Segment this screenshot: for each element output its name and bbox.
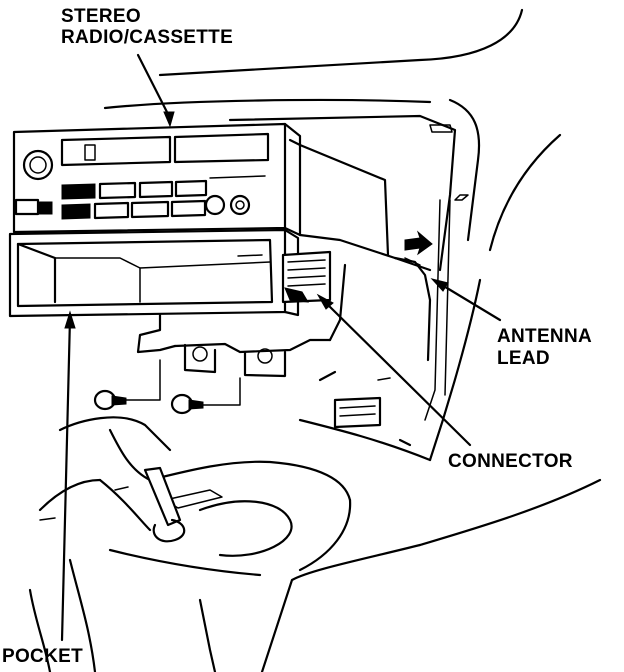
connector-assembly	[281, 230, 433, 362]
dashboard-outline	[103, 8, 602, 672]
pocket-label: POCKET	[2, 646, 83, 667]
connector-leader-line	[323, 300, 472, 447]
connector-arrowhead	[316, 293, 334, 310]
antenna-label-line2: LEAD	[497, 348, 550, 369]
radio-unit	[12, 122, 302, 237]
stereo-arrowhead	[163, 111, 175, 128]
antenna-leader-line	[440, 283, 502, 322]
pocket-leader-line	[60, 316, 72, 642]
console-shifter	[28, 416, 352, 672]
pocket-unit	[8, 228, 300, 318]
connector-label: CONNECTOR	[448, 451, 573, 472]
screws	[93, 389, 204, 415]
antenna-arrowhead	[430, 278, 449, 292]
stereo-label-line2: RADIO/CASSETTE	[61, 27, 234, 48]
stereo-leader-line	[136, 53, 172, 120]
stereo-label-line1: STEREO	[61, 6, 141, 27]
mounting-bracket	[124, 263, 347, 406]
pocket-arrowhead	[64, 310, 76, 329]
antenna-label-line1: ANTENNA	[497, 326, 592, 347]
lower-panel-details	[318, 370, 412, 447]
leader-lines	[60, 53, 502, 642]
